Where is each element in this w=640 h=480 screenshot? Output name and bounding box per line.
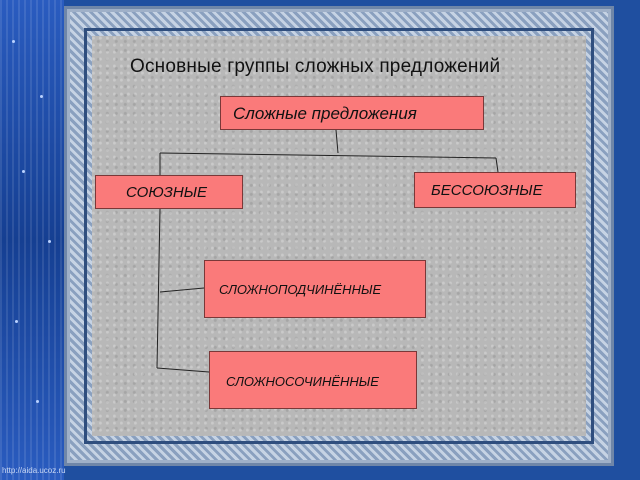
node-slozhnopodchinennye: СЛОЖНОПОДЧИНЁННЫЕ bbox=[204, 260, 426, 318]
node-slozhnosochinennye-label: СЛОЖНОСОЧИНЁННЫЕ bbox=[226, 374, 379, 389]
left-decorative-strip bbox=[0, 0, 64, 480]
horizontal-bar bbox=[159, 152, 497, 159]
root-node: Сложные предложения bbox=[220, 96, 484, 130]
frame-inner-border bbox=[84, 28, 594, 444]
watermark: http://aida.ucoz.ru bbox=[2, 466, 66, 475]
node-bessojuznye-label: БЕССОЮЗНЫЕ bbox=[431, 182, 543, 199]
vertical-trunk bbox=[156, 208, 161, 369]
root-connector bbox=[335, 129, 339, 154]
branch-podch bbox=[159, 287, 205, 293]
branch-soch bbox=[156, 367, 210, 373]
node-bessojuznye: БЕССОЮЗНЫЕ bbox=[414, 172, 576, 208]
right-branch bbox=[495, 157, 499, 173]
root-node-label: Сложные предложения bbox=[233, 104, 417, 123]
node-sojuznye-label: СОЮЗНЫЕ bbox=[126, 184, 208, 201]
slide-title: Основные группы сложных предложений bbox=[130, 56, 501, 77]
node-slozhnosochinennye: СЛОЖНОСОЧИНЁННЫЕ bbox=[209, 351, 417, 409]
node-sojuznye: СОЮЗНЫЕ bbox=[95, 175, 243, 209]
node-slozhnopodchinennye-label: СЛОЖНОПОДЧИНЁННЫЕ bbox=[219, 282, 382, 297]
